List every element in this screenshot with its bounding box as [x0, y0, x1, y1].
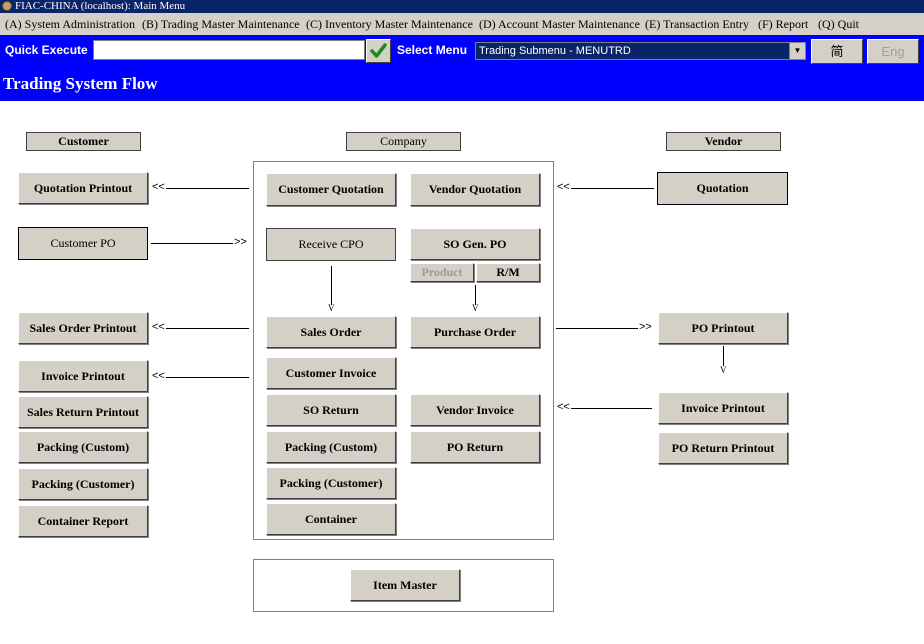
flow-line — [571, 408, 652, 409]
container-button[interactable]: Container — [266, 503, 396, 535]
select-menu-label: Select Menu — [397, 43, 468, 57]
customer-column-header: Customer — [26, 132, 141, 151]
flow-line — [723, 346, 724, 366]
arrow-head-left: << — [557, 181, 570, 193]
flow-line — [331, 266, 332, 305]
execute-button[interactable] — [366, 39, 391, 63]
arrow-head-left: << — [152, 181, 165, 193]
vendor-invoice-button[interactable]: Vendor Invoice — [410, 394, 540, 426]
arrow-head-down: V — [328, 303, 335, 313]
receive-cpo-button[interactable]: Receive CPO — [266, 228, 396, 261]
menu-quit[interactable]: (Q) Quit — [818, 17, 859, 31]
menu-system-administration[interactable]: (A) System Administration — [5, 17, 135, 31]
checkmark-icon — [370, 43, 387, 58]
page-header: Trading System Flow — [0, 66, 924, 101]
quick-execute-input[interactable] — [93, 40, 365, 60]
select-menu-dropdown[interactable]: Trading Submenu - MENUTRD ▼ — [475, 42, 806, 60]
quick-execute-toolbar: Quick Execute Select Menu Trading Submen… — [0, 35, 924, 66]
flow-line — [556, 328, 638, 329]
so-return-button[interactable]: SO Return — [266, 394, 396, 426]
so-gen-po-button[interactable]: SO Gen. PO — [410, 228, 540, 260]
customer-invoice-button[interactable]: Customer Invoice — [266, 357, 396, 389]
flow-line — [571, 188, 654, 189]
arrow-head-right: >> — [234, 236, 247, 248]
menu-account-master-maintenance[interactable]: (D) Account Master Maintenance — [479, 17, 640, 31]
po-printout-button[interactable]: PO Printout — [658, 312, 788, 344]
company-column-header: Company — [346, 132, 461, 151]
arrow-head-down: V — [720, 365, 727, 375]
quotation-printout-button[interactable]: Quotation Printout — [18, 172, 148, 204]
arrow-head-right: >> — [639, 321, 652, 333]
simplified-chinese-button[interactable]: 简 — [811, 39, 863, 64]
sales-order-button[interactable]: Sales Order — [266, 316, 396, 348]
window-title-bar: FIAC-CHINA (localhost): Main Menu — [0, 0, 924, 13]
arrow-head-left: << — [152, 370, 165, 382]
select-menu-value: Trading Submenu - MENUTRD — [479, 45, 631, 57]
packing-custom-button[interactable]: Packing (Custom) — [266, 431, 396, 463]
arrow-head-left: << — [557, 401, 570, 413]
window-title: FIAC-CHINA (localhost): Main Menu — [15, 0, 186, 12]
packing-custom-printout-button[interactable]: Packing (Custom) — [18, 431, 148, 463]
menu-transaction-entry[interactable]: (E) Transaction Entry — [645, 17, 749, 31]
menu-inventory-master-maintenance[interactable]: (C) Inventory Master Maintenance — [306, 17, 473, 31]
item-master-button[interactable]: Item Master — [350, 569, 460, 601]
invoice-printout-button[interactable]: Invoice Printout — [18, 360, 148, 392]
vendor-quotation-button[interactable]: Vendor Quotation — [410, 173, 540, 206]
quick-execute-label: Quick Execute — [5, 43, 88, 57]
customer-po-button[interactable]: Customer PO — [18, 227, 148, 260]
page-title: Trading System Flow — [3, 74, 158, 93]
flow-line — [475, 285, 476, 305]
flow-line — [151, 243, 233, 244]
packing-customer-printout-button[interactable]: Packing (Customer) — [18, 468, 148, 500]
packing-customer-button[interactable]: Packing (Customer) — [266, 467, 396, 499]
po-return-button[interactable]: PO Return — [410, 431, 540, 463]
product-button[interactable]: Product — [410, 263, 474, 282]
menu-trading-master-maintenance[interactable]: (B) Trading Master Maintenance — [142, 17, 300, 31]
menu-report[interactable]: (F) Report — [758, 17, 809, 31]
menu-bar: (A) System Administration (B) Trading Ma… — [0, 13, 924, 35]
arrow-head-left: << — [152, 321, 165, 333]
app-icon — [2, 1, 12, 11]
english-button[interactable]: Eng — [867, 39, 919, 64]
flow-line — [166, 188, 249, 189]
sales-order-printout-button[interactable]: Sales Order Printout — [18, 312, 148, 344]
customer-quotation-button[interactable]: Customer Quotation — [266, 173, 396, 206]
vendor-quotation-printout-button[interactable]: Quotation — [657, 172, 788, 205]
container-report-button[interactable]: Container Report — [18, 505, 148, 537]
sales-return-printout-button[interactable]: Sales Return Printout — [18, 396, 148, 428]
arrow-head-down: V — [472, 303, 479, 313]
po-return-printout-button[interactable]: PO Return Printout — [658, 432, 788, 464]
rm-button[interactable]: R/M — [476, 263, 540, 282]
flow-line — [166, 377, 249, 378]
flow-line — [166, 328, 249, 329]
vendor-invoice-printout-button[interactable]: Invoice Printout — [658, 392, 788, 424]
purchase-order-button[interactable]: Purchase Order — [410, 316, 540, 348]
vendor-column-header: Vendor — [666, 132, 781, 151]
chevron-down-icon[interactable]: ▼ — [789, 43, 805, 59]
